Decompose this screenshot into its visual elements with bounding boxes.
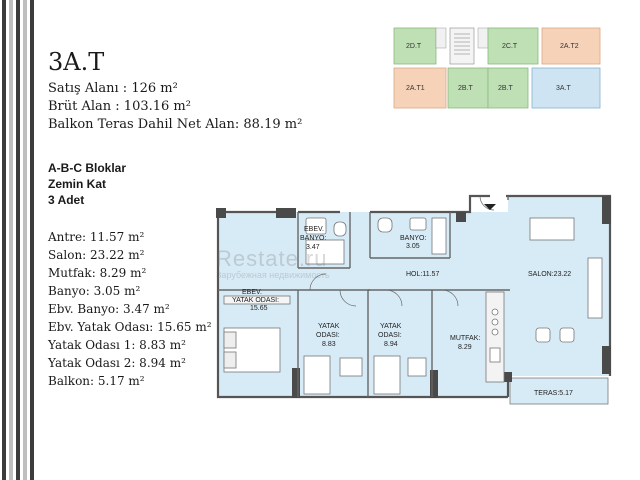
satis-alani: Satış Alanı : 126 m² [48,81,178,96]
label-yatak-2: YATAK [380,323,402,330]
label-yatak-2: 8.94 [384,341,398,348]
room-area: Yatak Odası 2: 8.94 m² [48,356,186,370]
stripe [23,0,27,480]
room-area-list: Antre: 11.57 m² Salon: 23.22 m² Mutfak: … [48,228,212,390]
label-yatak-2: ODASI: [378,332,402,339]
key-label: 2A.T2 [560,43,579,50]
label-yatak-1: YATAK [318,323,340,330]
room-labels: EBEV. BANYO: 3.47 BANYO: 3.05 HOL:11.57 … [232,226,573,397]
block-names: A-B-C Bloklar [48,161,127,175]
label-ebev-yatak: YATAK ODASI: [232,297,279,304]
net-alan: Balkon Teras Dahil Net Alan: 88.19 m² [48,117,303,132]
stripe [30,0,34,480]
entrance-arrow-icon [484,204,496,210]
room-area: Antre: 11.57 m² [48,230,145,244]
teras-fill [509,377,609,405]
fixtures [223,217,603,395]
key-unit-2dt [393,27,437,65]
label-ebev-yatak: EBEV. [242,289,262,296]
key-unit-2bt [447,67,489,109]
columns [216,196,611,398]
key-unit-2at1 [393,67,447,109]
label-salon: SALON:23.22 [528,271,571,278]
stripe [16,0,20,480]
key-label: 2B.T [458,85,474,92]
door-swings [309,195,495,307]
label-mutfak: MUTFAK: [450,335,480,342]
room-area: Balkon: 5.17 m² [48,374,145,388]
key-label: 2D.T [406,43,422,50]
room-area: Banyo: 3.05 m² [48,284,141,298]
label-yatak-1: ODASI: [316,332,340,339]
key-unit-2at2 [541,27,601,65]
room-area: Ebv. Banyo: 3.47 m² [48,302,170,316]
room-area: Yatak Odası 1: 8.83 m² [48,338,186,352]
decorative-stripes [0,0,40,480]
key-label: 2C.T [502,43,518,50]
unit-count: 3 Adet [48,193,85,207]
room-area: Mutfak: 8.29 m² [48,266,147,280]
watermark: Restate.ru Зарубежная недвижимость [216,246,330,280]
key-unit-3at [531,67,601,109]
key-label: 2B.T [498,85,514,92]
unit-title: 3A.T [48,48,105,76]
key-label: 3A.T [556,85,572,92]
floor-plan: EBEV. BANYO: 3.47 BANYO: 3.05 HOL:11.57 … [216,194,612,405]
room-area: Ebv. Yatak Odası: 15.65 m² [48,320,212,334]
key-unit-2ct [487,27,539,65]
key-label: 2A.T1 [406,85,425,92]
brut-alan: Brüt Alan : 103.16 m² [48,99,191,114]
label-banyo: 3.05 [406,243,420,250]
label-ebev-banyo: BANYO: [300,235,327,242]
label-banyo: BANYO: [400,235,427,242]
label-hol: HOL:11.57 [406,271,439,278]
label-ebev-banyo: 3.47 [306,244,320,251]
label-ebev-yatak: 15.65 [250,305,268,312]
label-teras: TERAS:5.17 [534,390,573,397]
unit-info: 3A.T Satış Alanı : 126 m² Brüt Alan : 10… [48,48,368,134]
room-area: Salon: 23.22 m² [48,248,145,262]
stripe [9,0,13,480]
watermark-text: Restate.ru [216,246,328,271]
stripe [2,0,6,480]
key-unit-2bt [487,67,529,109]
interior-walls [218,196,510,397]
block-info: A-B-C Bloklar Zemin Kat 3 Adet [48,160,126,208]
key-plan: 2D.T 2C.T 2A.T2 2A.T1 2B.T 2B.T 3A.T [392,26,604,110]
label-ebev-banyo: EBEV. [304,226,324,233]
label-yatak-1: 8.83 [322,341,336,348]
floor-name: Zemin Kat [48,177,107,191]
watermark-subtext: Зарубежная недвижимость [216,270,330,280]
label-mutfak: 8.29 [458,344,472,351]
